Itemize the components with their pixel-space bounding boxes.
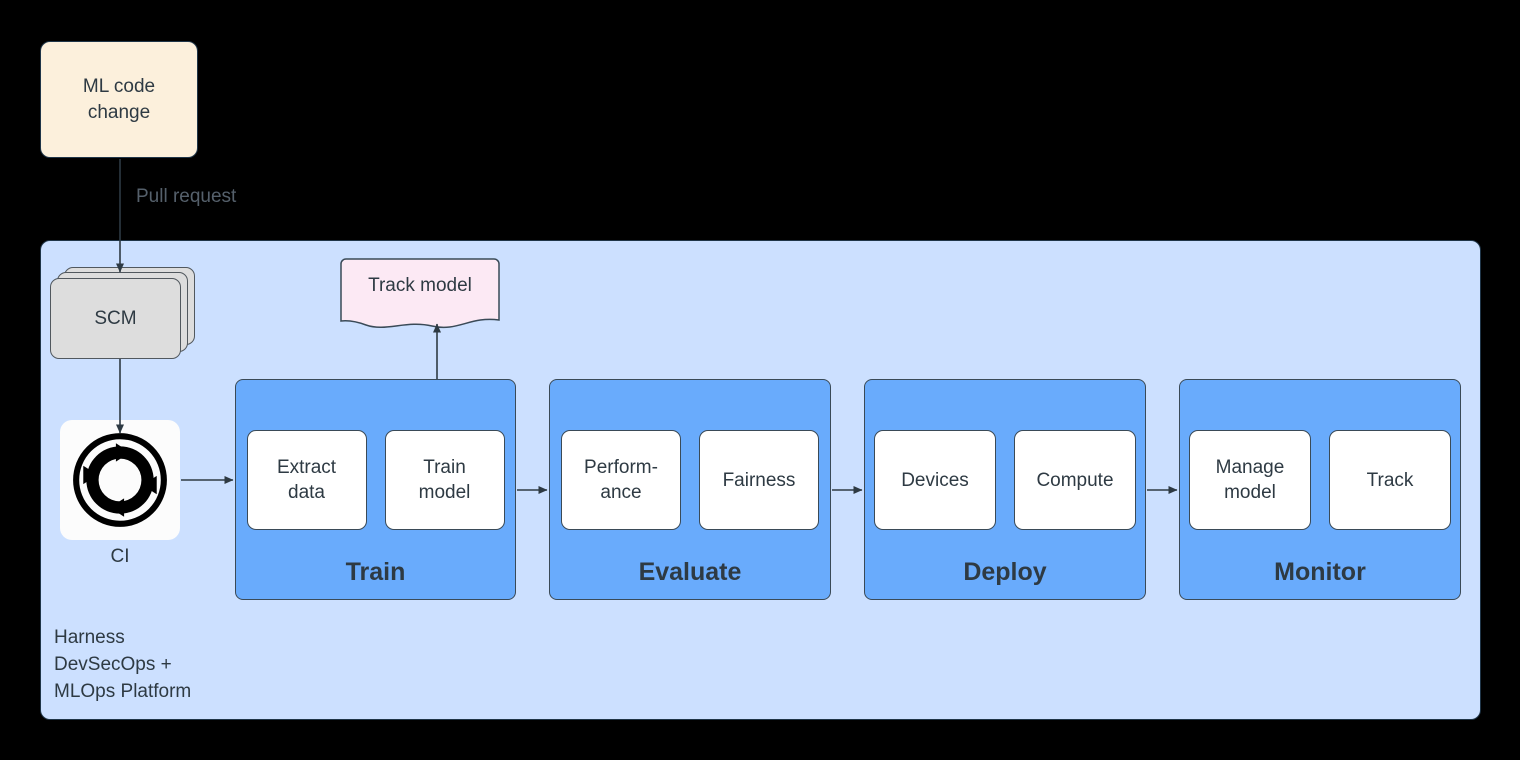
subbox-extract-data-label: Extract data bbox=[276, 457, 337, 503]
stage-evaluate-subboxes: Perform- ance Fairness bbox=[550, 430, 830, 530]
scm-label: SCM bbox=[94, 307, 137, 329]
subbox-fairness-label: Fairness bbox=[722, 469, 796, 491]
subbox-manage-model-label: Manage model bbox=[1215, 457, 1285, 503]
subbox-track[interactable]: Track bbox=[1329, 430, 1451, 530]
stage-train-title: Train bbox=[345, 558, 406, 586]
stage-train[interactable]: Extract data Train model Train bbox=[235, 379, 516, 600]
track-model-label: Track model bbox=[368, 275, 472, 296]
subbox-manage-model[interactable]: Manage model bbox=[1189, 430, 1311, 530]
scm-node[interactable]: SCM bbox=[50, 267, 195, 359]
stage-monitor[interactable]: Manage model Track Monitor bbox=[1179, 379, 1461, 600]
subbox-performance[interactable]: Perform- ance bbox=[561, 430, 681, 530]
subbox-fairness[interactable]: Fairness bbox=[699, 430, 819, 530]
subbox-performance-label: Perform- ance bbox=[584, 457, 658, 503]
stage-train-subboxes: Extract data Train model bbox=[236, 430, 515, 530]
stage-evaluate-title: Evaluate bbox=[638, 558, 742, 586]
stage-deploy-title: Deploy bbox=[963, 558, 1047, 586]
ml-code-change-node[interactable]: ML code change bbox=[40, 41, 198, 158]
ml-code-change-label: ML code change bbox=[82, 75, 156, 123]
pull-request-edge-label: Pull request bbox=[136, 186, 237, 207]
subbox-compute[interactable]: Compute bbox=[1014, 430, 1136, 530]
stage-evaluate[interactable]: Perform- ance Fairness Evaluate bbox=[549, 379, 831, 600]
subbox-track-label: Track bbox=[1366, 469, 1414, 491]
subbox-devices-label: Devices bbox=[901, 469, 969, 491]
subbox-train-model[interactable]: Train model bbox=[384, 430, 505, 530]
subbox-compute-label: Compute bbox=[1036, 469, 1114, 491]
track-model-node[interactable] bbox=[340, 258, 500, 332]
continuous-integration-cycle-icon bbox=[73, 433, 167, 527]
subbox-train-model-label: Train model bbox=[418, 457, 471, 503]
subbox-devices[interactable]: Devices bbox=[874, 430, 996, 530]
ci-node[interactable] bbox=[60, 420, 180, 540]
stage-deploy[interactable]: Devices Compute Deploy bbox=[864, 379, 1146, 600]
scm-sheet-front: SCM bbox=[50, 278, 181, 359]
ci-label: CI bbox=[110, 546, 130, 567]
stage-monitor-title: Monitor bbox=[1274, 558, 1366, 586]
subbox-extract-data[interactable]: Extract data bbox=[246, 430, 367, 530]
stage-monitor-subboxes: Manage model Track bbox=[1180, 430, 1460, 530]
platform-caption: Harness DevSecOps + MLOps Platform bbox=[54, 627, 192, 702]
stage-deploy-subboxes: Devices Compute bbox=[865, 430, 1145, 530]
